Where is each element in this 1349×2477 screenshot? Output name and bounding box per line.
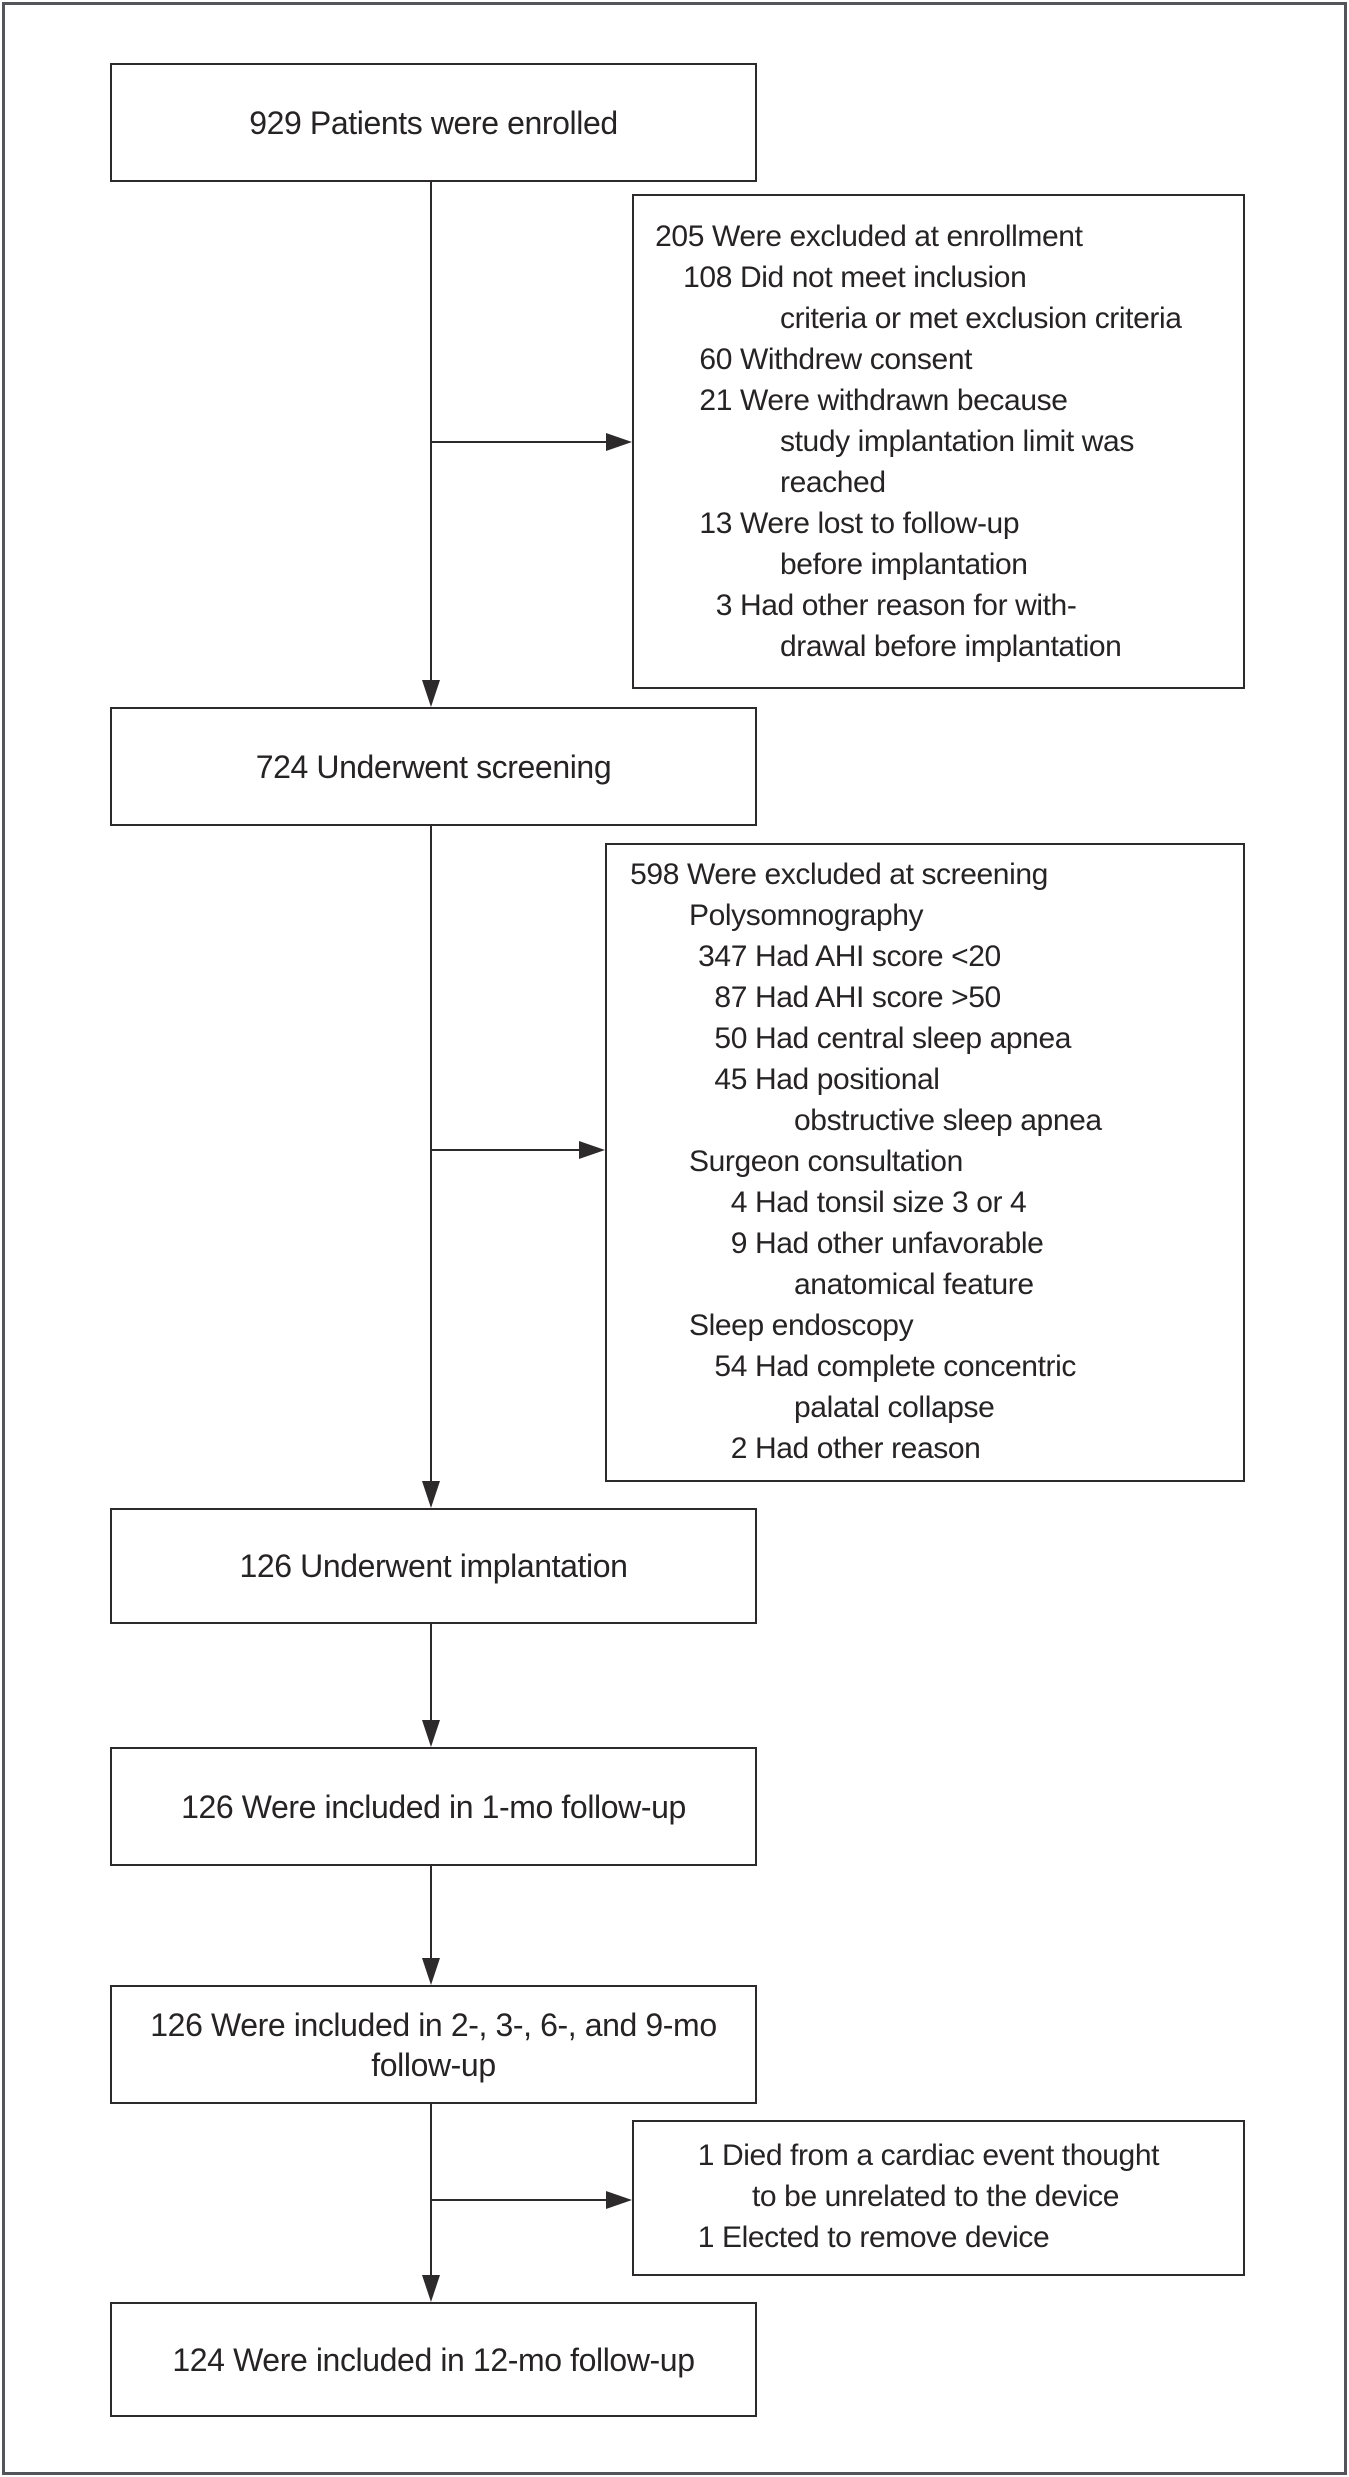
- arrowhead-right: [606, 433, 632, 451]
- exclusion-line: study implantation limit was: [780, 425, 1134, 458]
- box-12mo-followup-label: 124 Were included in 12-mo follow-up: [172, 2341, 695, 2378]
- box-enrolled: 929 Patients were enrolled: [110, 63, 757, 182]
- exclusion-line: criteria or met exclusion criteria: [780, 302, 1182, 335]
- branch-to-withdrawn-before-12mo: [431, 2199, 608, 2201]
- connector-screening-to-implantation: [430, 822, 432, 1484]
- box-1mo-followup: 126 Were included in 1-mo follow-up: [110, 1747, 757, 1866]
- box-screening-label: 724 Underwent screening: [255, 748, 612, 785]
- box-screening: 724 Underwent screening: [110, 707, 757, 826]
- connector-implantation-to-1mo: [430, 1620, 432, 1722]
- exclusion-line: obstructive sleep apnea: [794, 1104, 1102, 1137]
- connector-1mo-to-2369mo: [430, 1862, 432, 1962]
- exclusion-section-header: Polysomnography: [689, 899, 924, 932]
- connector-enrolled-to-screening: [430, 178, 432, 690]
- arrowhead-down: [422, 1720, 440, 1747]
- exclusion-line: anatomical feature: [794, 1268, 1034, 1301]
- branch-to-excluded-at-enrollment: [431, 441, 608, 443]
- box-2369mo-followup-label: 126 Were included in 2-, 3-, 6-, and 9-m…: [150, 2006, 717, 2083]
- arrowhead-right: [579, 1141, 605, 1159]
- box-1mo-followup-label: 126 Were included in 1-mo follow-up: [181, 1788, 686, 1825]
- arrowhead-right: [606, 2191, 632, 2209]
- box-implantation-label: 126 Underwent implantation: [239, 1548, 628, 1584]
- exclusion-line: before implantation: [780, 548, 1028, 581]
- exclusion-line: to be unrelated to the device: [752, 2180, 1120, 2213]
- exclusion-line: reached: [780, 466, 886, 499]
- box-enrolled-label: 929 Patients were enrolled: [249, 104, 618, 141]
- branch-to-excluded-at-screening: [431, 1149, 581, 1151]
- arrowhead-down: [422, 680, 440, 707]
- box-2369mo-followup: 126 Were included in 2-, 3-, 6-, and 9-m…: [110, 1985, 757, 2104]
- exclusion-section-header: Sleep endoscopy: [689, 1309, 914, 1342]
- arrowhead-down: [422, 1958, 440, 1985]
- arrowhead-down: [422, 1481, 440, 1508]
- exclusion-line: palatal collapse: [794, 1391, 995, 1424]
- box-implantation: 126 Underwent implantation: [110, 1508, 757, 1624]
- connector-2369mo-to-12mo: [430, 2100, 432, 2278]
- exclusion-line: drawal before implantation: [780, 630, 1122, 663]
- box-12mo-followup: 124 Were included in 12-mo follow-up: [110, 2302, 757, 2417]
- exclusion-section-header: Surgeon consultation: [689, 1145, 963, 1178]
- arrowhead-down: [422, 2275, 440, 2302]
